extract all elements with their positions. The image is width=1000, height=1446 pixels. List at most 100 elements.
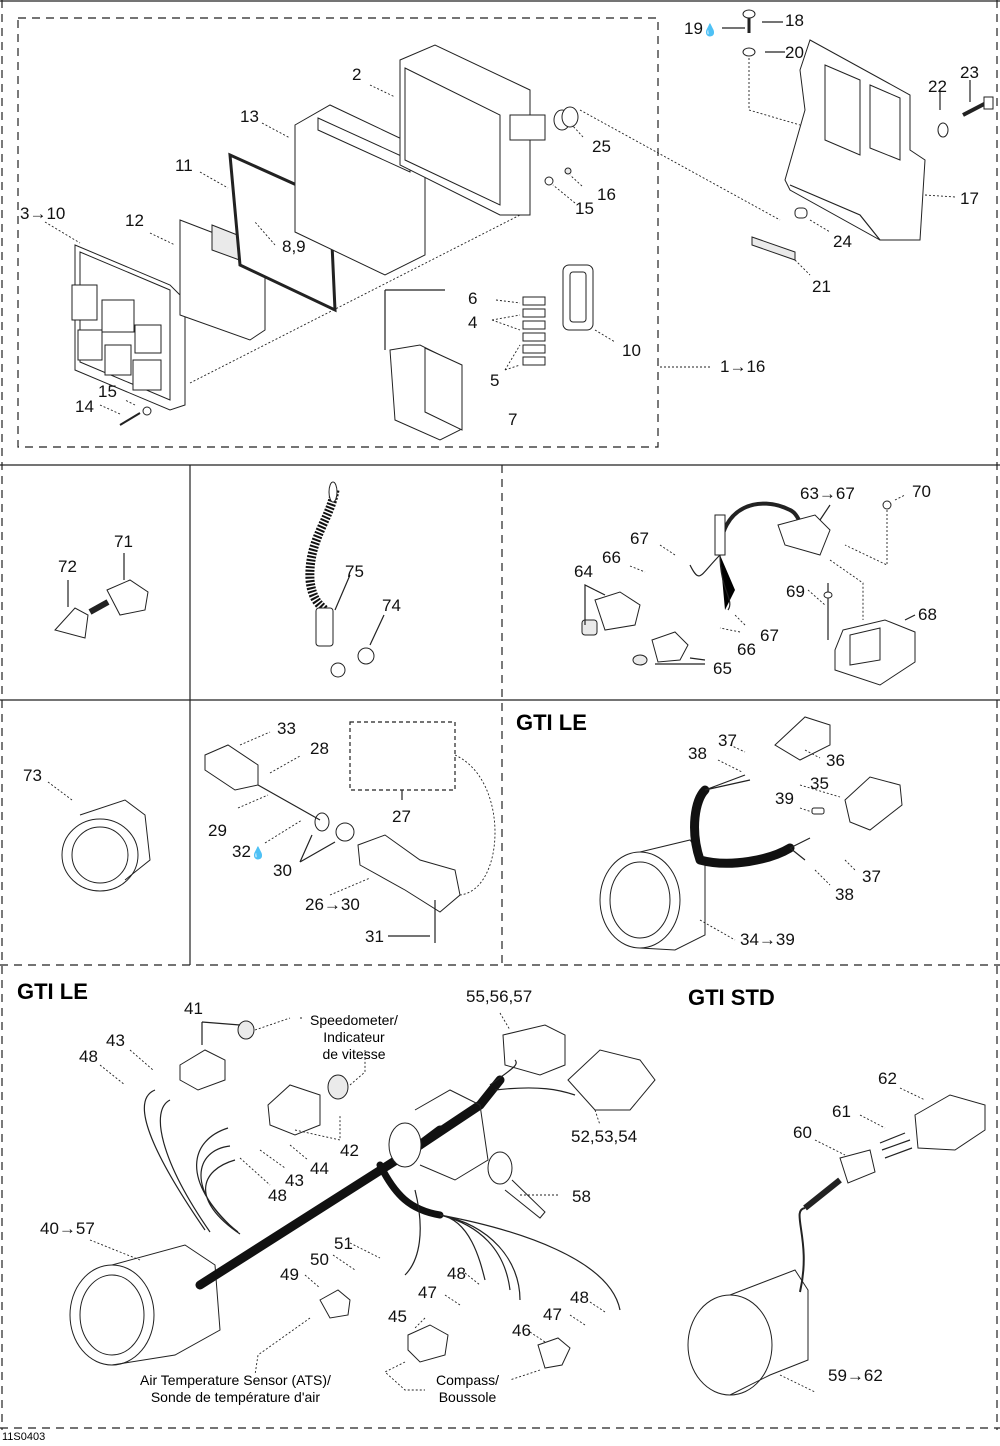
callout-label: 13 — [240, 107, 259, 126]
callout-label: 39 — [775, 789, 794, 808]
callout-label: 34→39 — [740, 930, 795, 949]
callout-label: 69 — [786, 582, 805, 601]
callout-label: 31 — [365, 927, 384, 946]
washer-15-left — [142, 406, 152, 416]
callout-label: 6 — [468, 289, 478, 308]
ecu-subassembly-frame — [17, 17, 659, 448]
connector-33 — [204, 744, 259, 791]
callout-label: 28 — [310, 739, 329, 758]
callout-label: 2 — [352, 65, 362, 84]
wires-lower — [439, 1214, 521, 1301]
holder-68 — [834, 619, 916, 686]
sensor-71 — [88, 579, 149, 616]
note-speedometer: Speedometer/ Indicateur de vitesse — [310, 1012, 398, 1063]
connector-60 — [839, 1149, 876, 1184]
callout-label: 10 — [622, 341, 641, 360]
terminal-stack — [522, 296, 546, 366]
callout-label: 74 — [382, 596, 401, 615]
note-line: Compass/ — [436, 1372, 500, 1388]
drawing-code: 11S0403 — [2, 1431, 46, 1443]
note-line: Speedometer/ — [310, 1012, 398, 1028]
callout-label: 51 — [334, 1234, 353, 1253]
cluster-gauge-40 — [69, 1244, 221, 1366]
callout-label: 5 — [490, 371, 500, 390]
connector-52-54 — [567, 1049, 656, 1111]
plug-39 — [811, 807, 825, 815]
callout-label: 58 — [572, 1187, 591, 1206]
callout-label: 48 — [447, 1264, 466, 1283]
note-line: de vitesse — [322, 1046, 386, 1062]
bolt-23 — [962, 96, 994, 117]
pin-69 — [823, 583, 833, 640]
callout-label: 66 — [737, 640, 756, 659]
callout-label: 60 — [793, 1123, 812, 1142]
callout-label: 73 — [23, 766, 42, 785]
washer-15-right — [544, 176, 554, 186]
note-line: Air Temperature Sensor (ATS)/ — [140, 1372, 331, 1388]
callout-label: 1→16 — [720, 357, 766, 376]
screw-14 — [119, 412, 141, 426]
note-line: Sonde de température d'air — [150, 1389, 321, 1405]
gauge-34 — [599, 839, 706, 951]
note-line: Boussole — [438, 1389, 497, 1405]
callout-label: 24 — [833, 232, 852, 251]
connector-65 — [632, 631, 689, 666]
connector-64 — [581, 591, 641, 636]
sensor-body-26 — [357, 834, 461, 913]
callout-label: 7 — [508, 410, 518, 429]
callout-label: 75 — [345, 562, 364, 581]
callout-label: 37 — [862, 867, 881, 886]
callout-label: 72 — [58, 557, 77, 576]
pad-21 — [751, 236, 796, 261]
callout-label: 27 — [392, 807, 411, 826]
cap-72 — [54, 607, 89, 639]
section-title-gti-le-gauge: GTI LE — [516, 710, 587, 735]
callout-label: 59→62 — [828, 1366, 883, 1385]
callout-label: 40→57 — [40, 1219, 95, 1238]
cap-74 — [357, 647, 375, 665]
wires-upper-left — [143, 1089, 211, 1233]
callout-label: 52,53,54 — [571, 1127, 638, 1146]
callout-label: 4 — [468, 313, 478, 332]
section-title-gti-std: GTI STD — [688, 985, 775, 1010]
washer-22 — [937, 122, 949, 138]
callout-label: 19💧 — [684, 19, 718, 38]
callout-label: 66 — [602, 548, 621, 567]
grommet-25 — [553, 106, 579, 131]
callout-label: 61 — [832, 1102, 851, 1121]
fuse-block-7 — [384, 289, 463, 441]
callout-label: 12 — [125, 211, 144, 230]
callout-label: 33 — [277, 719, 296, 738]
callout-label: 30 — [273, 861, 292, 880]
ecu-potting-block — [294, 104, 426, 276]
callout-label: 38 — [835, 885, 854, 904]
callout-label: 18 — [785, 11, 804, 30]
callout-label: 63→67 — [800, 484, 855, 503]
connector-62 — [914, 1094, 986, 1151]
callout-label: 71 — [114, 532, 133, 551]
callout-label: 48 — [268, 1186, 287, 1205]
callout-label: 38 — [688, 744, 707, 763]
drop-icon: 💧 — [702, 23, 718, 37]
callout-label: 49 — [280, 1265, 299, 1284]
callout-label: 17 — [960, 189, 979, 208]
gauge-59-wire — [798, 1207, 806, 1293]
kit-27-frame — [349, 721, 456, 791]
callout-label: 47 — [543, 1305, 562, 1324]
callout-label: 26→30 — [305, 895, 360, 914]
callout-label: 35 — [810, 774, 829, 793]
callout-label: 8,9 — [282, 237, 306, 256]
callout-label: 25 — [592, 137, 611, 156]
grommet-30 — [314, 812, 355, 842]
callout-label: 70 — [912, 482, 931, 501]
callout-label: 15 — [575, 199, 594, 218]
callout-label: 11 — [175, 156, 193, 175]
harness-branch — [376, 1161, 444, 1219]
mounting-bracket-17 — [784, 39, 926, 241]
screw-70 — [882, 500, 892, 510]
callout-label: 65 — [713, 659, 732, 678]
callout-label: 32💧 — [232, 842, 266, 861]
callout-label: 15 — [98, 382, 117, 401]
